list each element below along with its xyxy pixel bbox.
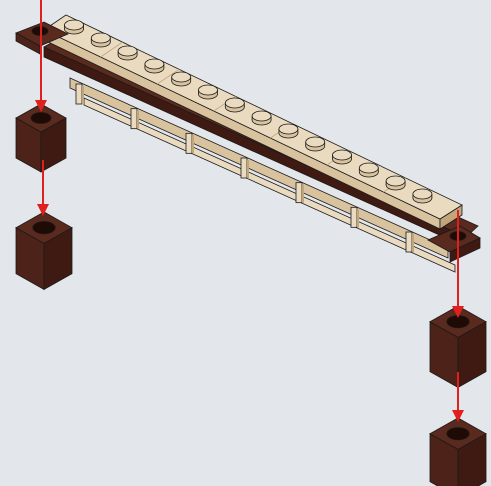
tan-stud xyxy=(90,32,111,48)
right-brick-stack xyxy=(427,225,487,486)
bracket-leg-shade xyxy=(192,135,194,154)
tan-stud xyxy=(224,97,245,113)
bracket-leg xyxy=(75,83,83,105)
down-arrow xyxy=(37,160,49,216)
down-arrow xyxy=(452,210,464,318)
tan-stud xyxy=(144,58,165,74)
tan-stud xyxy=(278,123,299,139)
bracket-leg-shade xyxy=(412,234,414,252)
brown-1x1-brick xyxy=(15,103,67,173)
bracket-leg-shade xyxy=(82,86,84,104)
brown-1x1-brick xyxy=(15,211,73,291)
tan-stud xyxy=(305,136,326,152)
bracket-leg-shade xyxy=(302,184,304,203)
brown-1x1-brick xyxy=(429,417,487,486)
bracket-leg xyxy=(185,132,193,154)
tan-stud xyxy=(358,162,379,178)
bracket-leg xyxy=(130,108,138,130)
tan-stud xyxy=(171,71,192,87)
bracket-leg-shade xyxy=(247,160,249,178)
tan-stud xyxy=(412,188,433,204)
bracket-leg-shade xyxy=(137,110,139,129)
tan-stud xyxy=(385,175,406,191)
tan-plate-seam xyxy=(100,41,123,58)
down-arrow xyxy=(452,372,464,422)
bracket-leg xyxy=(405,231,413,253)
bracket-leg-shade xyxy=(357,209,359,228)
brick-stud xyxy=(30,112,52,124)
tan-stud xyxy=(332,149,352,165)
down-arrow xyxy=(35,0,47,112)
tan-stud xyxy=(117,45,138,61)
bracket-leg xyxy=(240,157,248,179)
arrow-head xyxy=(37,204,49,216)
brown-1x1-brick xyxy=(429,305,487,389)
tan-bracket-rail xyxy=(69,77,456,273)
brick-stud xyxy=(446,427,470,441)
tan-plate-seam xyxy=(156,68,180,85)
brick-stud xyxy=(32,221,56,235)
bracket-leg xyxy=(295,182,303,204)
bracket-leg xyxy=(350,206,358,228)
arrow-head xyxy=(452,410,464,422)
tan-stud xyxy=(251,110,272,126)
arrow-head xyxy=(452,306,464,318)
tan-long-plate xyxy=(43,14,463,230)
left-brick-stack xyxy=(15,21,73,291)
tan-stud xyxy=(64,19,84,35)
assembly-arrows xyxy=(35,0,464,422)
tan-stud xyxy=(198,84,218,100)
arrow-head xyxy=(35,100,47,112)
